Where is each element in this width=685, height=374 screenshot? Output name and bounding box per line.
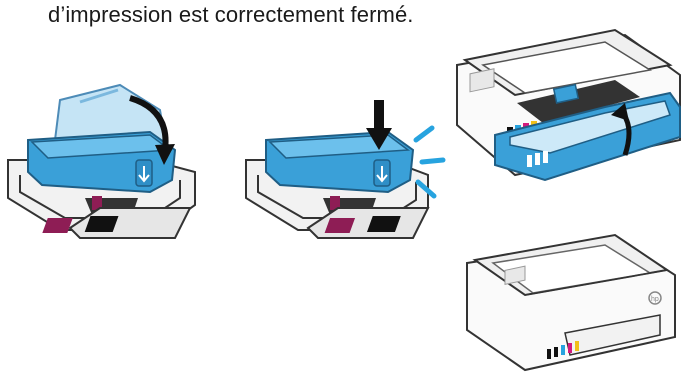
- instruction-text: d’impression est correctement fermé.: [48, 2, 414, 28]
- printhead-latch-press-icon: [238, 100, 453, 270]
- printer-closed-icon: hp: [455, 225, 685, 374]
- printer-close-ink-door-icon: [455, 15, 685, 205]
- svg-text:hp: hp: [651, 296, 659, 303]
- printhead-latch-close-icon: [0, 80, 215, 250]
